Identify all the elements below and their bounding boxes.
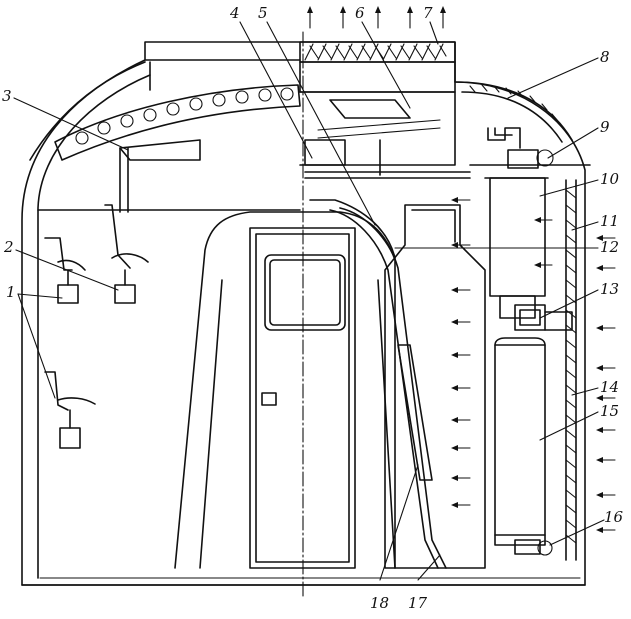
callout-leader-lines [13, 21, 605, 581]
roof-ventilation-grille [144, 41, 456, 91]
callout-13: 13 [600, 280, 619, 298]
callout-4: 4 [229, 4, 240, 22]
callout-14: 14 [600, 378, 619, 396]
roof-right-panel [454, 81, 591, 169]
callout-9: 9 [600, 118, 610, 136]
callout-12: 12 [600, 238, 619, 256]
upper-air-compartment [299, 61, 471, 179]
callout-7: 7 [423, 4, 433, 22]
callout-1: 1 [6, 283, 16, 301]
equipment-cabinet-with-door [174, 199, 396, 569]
exhaust-arrows-up [307, 6, 446, 29]
callout-6: 6 [355, 4, 365, 22]
wall-mounted-controllers [44, 204, 149, 449]
side-intake-louvre [565, 179, 577, 561]
callout-5: 5 [258, 4, 268, 22]
internal-airflow-arrows [451, 197, 553, 508]
callout-labels: 1 2 3 4 5 6 7 8 9 10 11 12 13 14 15 16 1… [2, 4, 624, 612]
air-filter-housing [384, 204, 486, 569]
callout-18: 18 [370, 594, 389, 612]
callout-8: 8 [600, 48, 610, 66]
callout-3: 3 [2, 87, 12, 105]
intake-air-arrows [596, 235, 616, 533]
light-channel-with-lamps [54, 84, 301, 213]
right-column-equipment [484, 177, 573, 556]
callout-11: 11 [600, 212, 619, 230]
callout-10: 10 [600, 170, 620, 188]
callout-16: 16 [604, 508, 624, 526]
callout-17: 17 [408, 594, 428, 612]
callout-2: 2 [3, 238, 14, 256]
air-duct-flexible [329, 207, 447, 569]
callout-15: 15 [600, 402, 619, 420]
